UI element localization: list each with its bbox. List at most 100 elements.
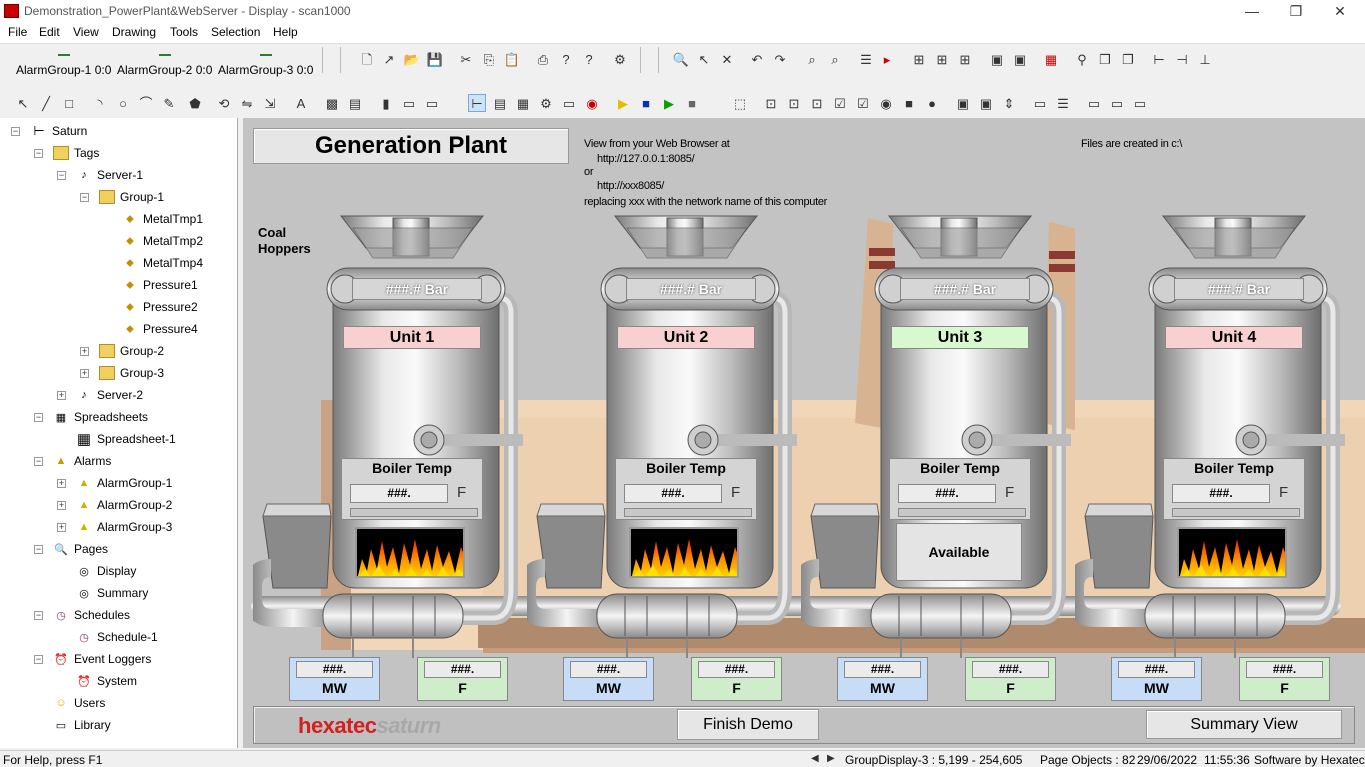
find-icon[interactable]: ⌕ [808, 51, 816, 67]
paste-icon[interactable]: 📋 [503, 51, 521, 67]
window-control-icon[interactable]: ▭ [1087, 95, 1101, 111]
tree-node-tags[interactable]: Tags [53, 144, 99, 162]
link-icon[interactable]: ⚲ [1077, 51, 1087, 67]
save-icon[interactable]: 💾 [426, 51, 444, 67]
control-icon[interactable]: ⊡ [811, 95, 823, 111]
delete-icon[interactable]: ✕ [721, 51, 733, 67]
minimize-button[interactable]: — [1245, 3, 1259, 19]
undo-icon[interactable]: ↶ [751, 51, 763, 67]
page-icon[interactable]: ▭ [562, 95, 576, 111]
tree-node-group-2[interactable]: Group-2 [99, 342, 164, 360]
alarm-view-icon[interactable]: ◉ [586, 95, 598, 111]
run-play-icon[interactable]: ▶ [664, 95, 674, 111]
context-help-icon[interactable]: ? [585, 51, 593, 67]
tree-node-server-1[interactable]: ♪Server-1 [76, 166, 143, 184]
tree-node-tag[interactable]: ⬥MetalTmp4 [122, 254, 203, 272]
tree-node-tag[interactable]: ⬥Pressure4 [122, 320, 198, 338]
pattern-icon[interactable]: ▤ [348, 95, 362, 111]
tree-node-page-display[interactable]: ◎Display [76, 562, 136, 580]
circle-icon[interactable]: ○ [119, 95, 127, 111]
help-icon[interactable]: ? [562, 51, 570, 67]
checkbox-icon[interactable]: ☑ [857, 95, 869, 111]
distribute-icon[interactable]: ⊣ [1176, 51, 1188, 67]
fill-icon[interactable]: ▩ [325, 95, 339, 111]
panel-icon[interactable]: ▣ [979, 95, 993, 111]
scroll-left-icon[interactable]: ◀ [811, 753, 819, 764]
tree-node-users[interactable]: ☺Users [53, 694, 105, 712]
tree-node-tag[interactable]: ⬥MetalTmp1 [122, 210, 203, 228]
expand-toggle[interactable]: + [80, 346, 89, 356]
redo-icon[interactable]: ↷ [774, 51, 786, 67]
group-icon[interactable]: ❐ [1099, 51, 1111, 67]
align-icon[interactable]: ⊞ [913, 51, 925, 67]
open-icon[interactable]: 📂 [403, 51, 421, 67]
window-control-icon[interactable]: ▭ [1133, 95, 1147, 111]
polygon-icon[interactable]: ⬟ [189, 95, 201, 111]
wand-icon[interactable]: ↗ [383, 51, 395, 67]
close-button[interactable]: ✕ [1334, 3, 1346, 19]
collapse-toggle[interactable]: − [34, 412, 43, 422]
arc-icon[interactable]: ◝ [97, 95, 103, 111]
collapse-toggle[interactable]: − [34, 610, 43, 620]
tree-node-alarm-group[interactable]: ▲AlarmGroup-2 [76, 496, 173, 514]
tree-node-server-2[interactable]: ♪Server-2 [76, 386, 143, 404]
round-button-icon[interactable]: ● [928, 95, 936, 111]
button-control-icon[interactable]: ■ [905, 95, 913, 111]
tree-node-tag[interactable]: ⬥Pressure1 [122, 276, 198, 294]
rectangle-icon[interactable]: □ [65, 95, 73, 111]
stretch-icon[interactable]: ⇲ [264, 95, 276, 111]
lock-icon[interactable]: ▮ [382, 95, 390, 111]
menu-file[interactable]: File [8, 25, 28, 39]
slider-icon[interactable]: ⇕ [1003, 95, 1015, 111]
menu-tools[interactable]: Tools [170, 25, 199, 39]
group-icon[interactable]: ❐ [1122, 51, 1134, 67]
line-icon[interactable]: ╱ [42, 95, 50, 111]
control-icon[interactable]: ⊡ [788, 95, 800, 111]
tree-node-spreadsheet-1[interactable]: ▦Spreadsheet-1 [76, 430, 176, 448]
collapse-toggle[interactable]: − [11, 126, 20, 136]
distribute-icon[interactable]: ⊥ [1199, 51, 1211, 67]
copy-icon[interactable]: ⎘ [483, 51, 495, 67]
select-arrow-icon[interactable]: ↖ [17, 95, 29, 111]
tree-view-icon[interactable]: ⊢ [468, 94, 486, 112]
edit-field-icon[interactable]: ▭ [1033, 95, 1047, 111]
align-icon[interactable]: ⊞ [959, 51, 971, 67]
freehand-icon[interactable]: ✎ [163, 95, 175, 111]
menu-view[interactable]: View [73, 25, 99, 39]
tree-node-page-summary[interactable]: ◎Summary [76, 584, 148, 602]
tree-node-group-3[interactable]: Group-3 [99, 364, 164, 382]
menu-edit[interactable]: Edit [39, 25, 60, 39]
alarm-group-3-indicator[interactable]: AlarmGroup-3 0:0 [218, 54, 313, 77]
list-control-icon[interactable]: ☰ [1057, 95, 1069, 111]
curve-icon[interactable]: ⌒ [139, 95, 153, 111]
tree-node-tag[interactable]: ⬥MetalTmp2 [122, 232, 203, 250]
tree-node-tag[interactable]: ⬥Pressure2 [122, 298, 198, 316]
image-icon[interactable]: ▣ [990, 51, 1004, 67]
window-icon[interactable]: ▭ [425, 95, 439, 111]
step-icon[interactable]: ■ [642, 95, 650, 111]
tree-node-pages[interactable]: 🔍Pages [53, 540, 108, 558]
network-icon[interactable]: ▦ [1044, 51, 1058, 67]
project-tree[interactable]: − ⊢Saturn − Tags − ♪Server-1 − Group-1 ⬥… [0, 118, 238, 748]
unit-label[interactable]: Unit 1 [343, 326, 481, 349]
menu-selection[interactable]: Selection [211, 25, 261, 39]
cut-icon[interactable]: ✂ [460, 51, 472, 67]
finish-demo-button[interactable]: Finish Demo [677, 709, 819, 740]
properties-icon[interactable]: ☰ [860, 51, 872, 67]
table-view-icon[interactable]: ▦ [516, 95, 530, 111]
expand-toggle[interactable]: + [57, 500, 66, 510]
expand-toggle[interactable]: + [57, 478, 66, 488]
tree-node-spreadsheets[interactable]: ▦Spreadsheets [53, 408, 148, 426]
tree-node-event-loggers[interactable]: ⏰Event Loggers [53, 650, 151, 668]
flip-icon[interactable]: ⇋ [241, 95, 253, 111]
arrow-right-icon[interactable]: ▸ [883, 51, 891, 67]
collapse-toggle[interactable]: − [34, 456, 43, 466]
unit-label[interactable]: Unit 4 [1165, 326, 1303, 349]
run-icon[interactable]: ⚙ [614, 51, 626, 67]
settings-icon[interactable]: ⚙ [540, 95, 552, 111]
tree-node-group-1[interactable]: Group-1 [99, 188, 164, 206]
restore-button[interactable]: ❐ [1289, 3, 1303, 19]
checkbox-icon[interactable]: ☑ [834, 95, 846, 111]
rotate-icon[interactable]: ⟲ [218, 95, 230, 111]
tree-node-saturn[interactable]: ⊢Saturn [31, 122, 87, 140]
